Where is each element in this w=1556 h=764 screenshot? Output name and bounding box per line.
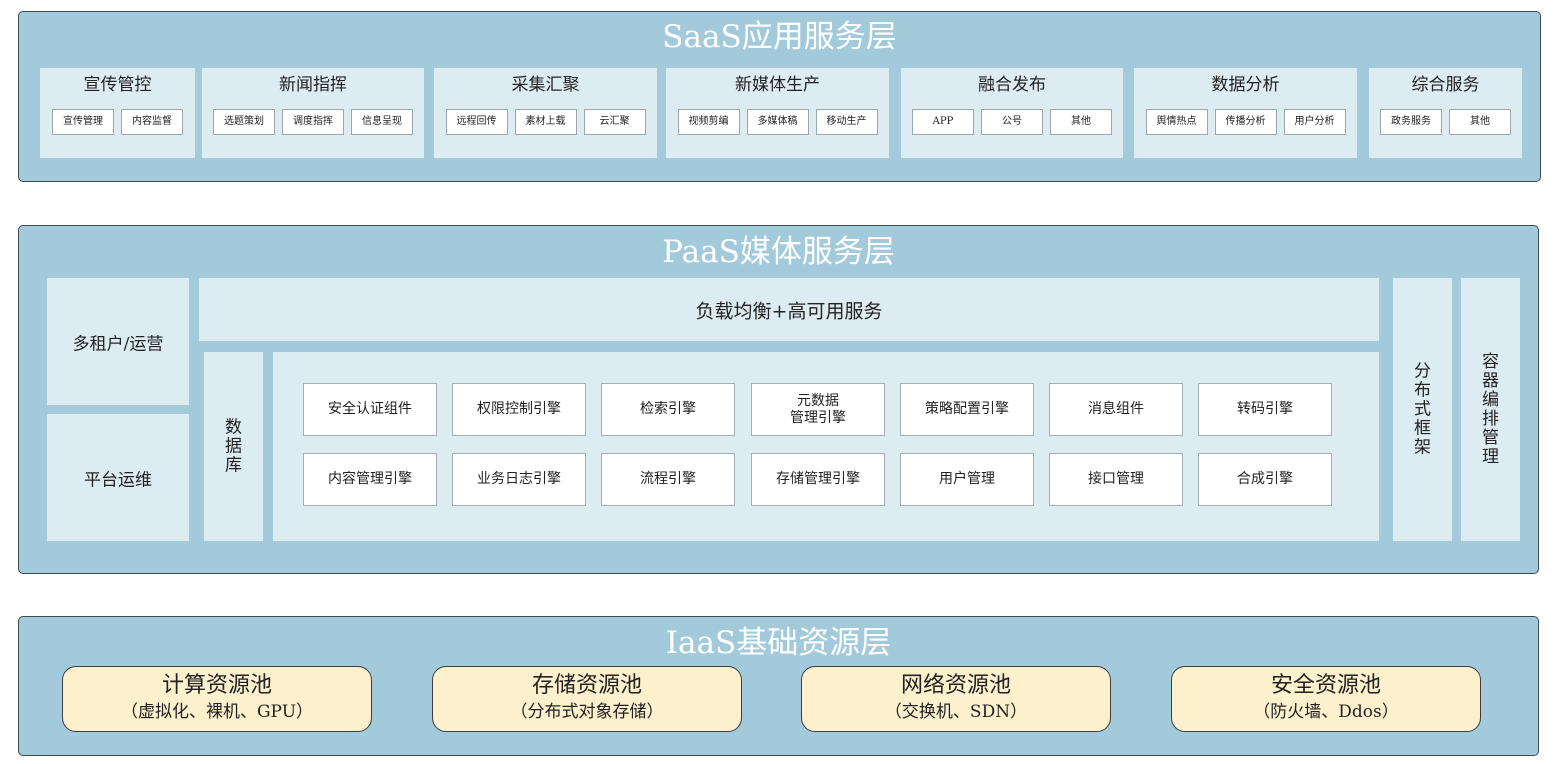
module-item: 素材上载 (514, 109, 577, 135)
security-pool: 安全资源池 （防火墙、Ddos） (1171, 666, 1481, 732)
engine-box: 业务日志引擎 (452, 453, 586, 506)
multi-tenant-box: 多租户/运营 (47, 278, 189, 405)
module-item: 移动生产 (815, 109, 878, 135)
saas-module-publishing: 融合发布 APP 公号 其他 (901, 68, 1123, 158)
module-item: 多媒体稿 (746, 109, 809, 135)
engine-box: 检索引擎 (601, 383, 735, 436)
pool-subtitle: （分布式对象存储） (510, 702, 664, 722)
iaas-layer-title: IaaS基础资源层 (665, 625, 892, 661)
pool-title: 计算资源池 (161, 673, 272, 698)
module-item: 其他 (1050, 109, 1112, 135)
module-title: 综合服务 (1411, 75, 1480, 95)
saas-module-news-command: 新闻指挥 选题策划 调度指挥 信息呈现 (202, 68, 424, 158)
engine-box: 内容管理引擎 (303, 453, 437, 506)
module-item: 调度指挥 (282, 109, 344, 135)
engine-box: 接口管理 (1049, 453, 1183, 506)
database-label: 数据库 (225, 417, 242, 475)
platform-ops-box: 平台运维 (47, 414, 189, 541)
engine-box: 元数据 管理引擎 (751, 383, 885, 436)
saas-module-new-media: 新媒体生产 视频剪编 多媒体稿 移动生产 (666, 68, 889, 158)
engine-box: 存储管理引擎 (751, 453, 885, 506)
module-item: 信息呈现 (351, 109, 413, 135)
engine-panel: 安全认证组件 权限控制引擎 检索引擎 元数据 管理引擎 策略配置引擎 消息组件 … (273, 352, 1379, 541)
module-item: 选题策划 (213, 109, 275, 135)
pool-subtitle: （交换机、SDN） (884, 702, 1028, 722)
module-item: 远程回传 (445, 109, 508, 135)
saas-module-collection: 采集汇聚 远程回传 素材上载 云汇聚 (434, 68, 657, 158)
module-title: 新媒体生产 (735, 75, 820, 95)
pool-title: 网络资源池 (900, 673, 1011, 698)
module-item: 宣传管理 (52, 109, 114, 135)
saas-module-publicity-control: 宣传管控 宣传管理 内容监督 (40, 68, 195, 158)
module-item: 云汇聚 (583, 109, 646, 135)
module-item: 传播分析 (1214, 109, 1277, 135)
module-item: 内容监督 (121, 109, 183, 135)
load-balance-label: 负载均衡+高可用服务 (695, 300, 883, 322)
container-orchestration-box: 容器编排管理 (1461, 278, 1520, 541)
saas-module-integrated-services: 综合服务 政务服务 其他 (1369, 68, 1522, 158)
module-item: APP (912, 109, 974, 135)
module-item: 舆情热点 (1145, 109, 1208, 135)
storage-pool: 存储资源池 （分布式对象存储） (432, 666, 742, 732)
paas-layer-title: PaaS媒体服务层 (662, 234, 895, 270)
multi-tenant-label: 多租户/运营 (72, 334, 164, 354)
module-title: 融合发布 (978, 75, 1046, 95)
module-title: 新闻指挥 (279, 75, 347, 95)
module-item: 视频剪编 (677, 109, 740, 135)
load-balance-bar: 负载均衡+高可用服务 (199, 278, 1379, 341)
module-item: 公号 (981, 109, 1043, 135)
engine-box: 消息组件 (1049, 383, 1183, 436)
saas-layer-title: SaaS应用服务层 (662, 19, 897, 55)
engine-box: 权限控制引擎 (452, 383, 586, 436)
module-item: 其他 (1449, 109, 1511, 135)
distributed-framework-label: 分布式框架 (1414, 361, 1431, 457)
engine-box: 流程引擎 (601, 453, 735, 506)
pool-title: 存储资源池 (531, 673, 642, 698)
engine-box: 安全认证组件 (303, 383, 437, 436)
distributed-framework-box: 分布式框架 (1393, 278, 1452, 541)
platform-ops-label: 平台运维 (84, 470, 152, 490)
pool-subtitle: （防火墙、Ddos） (1253, 702, 1399, 722)
compute-pool: 计算资源池 （虚拟化、裸机、GPU） (62, 666, 372, 732)
network-pool: 网络资源池 （交换机、SDN） (801, 666, 1111, 732)
engine-box: 策略配置引擎 (900, 383, 1034, 436)
engine-box: 转码引擎 (1198, 383, 1332, 436)
engine-box: 用户管理 (900, 453, 1034, 506)
pool-subtitle: （虚拟化、裸机、GPU） (120, 702, 314, 722)
engine-box: 合成引擎 (1198, 453, 1332, 506)
database-box: 数据库 (204, 352, 263, 541)
module-title: 宣传管控 (83, 75, 152, 95)
saas-module-data-analysis: 数据分析 舆情热点 传播分析 用户分析 (1134, 68, 1357, 158)
paas-layer: PaaS媒体服务层 多租户/运营 平台运维 负载均衡+高可用服务 数据库 安全认… (18, 225, 1539, 574)
pool-title: 安全资源池 (1270, 673, 1381, 698)
module-title: 数据分析 (1211, 75, 1280, 95)
module-item: 政务服务 (1380, 109, 1442, 135)
container-orchestration-label: 容器编排管理 (1482, 351, 1499, 467)
module-item: 用户分析 (1283, 109, 1346, 135)
module-title: 采集汇聚 (511, 75, 580, 95)
saas-layer: SaaS应用服务层 宣传管控 宣传管理 内容监督 新闻指挥 选题策划 调度指挥 … (18, 11, 1541, 182)
